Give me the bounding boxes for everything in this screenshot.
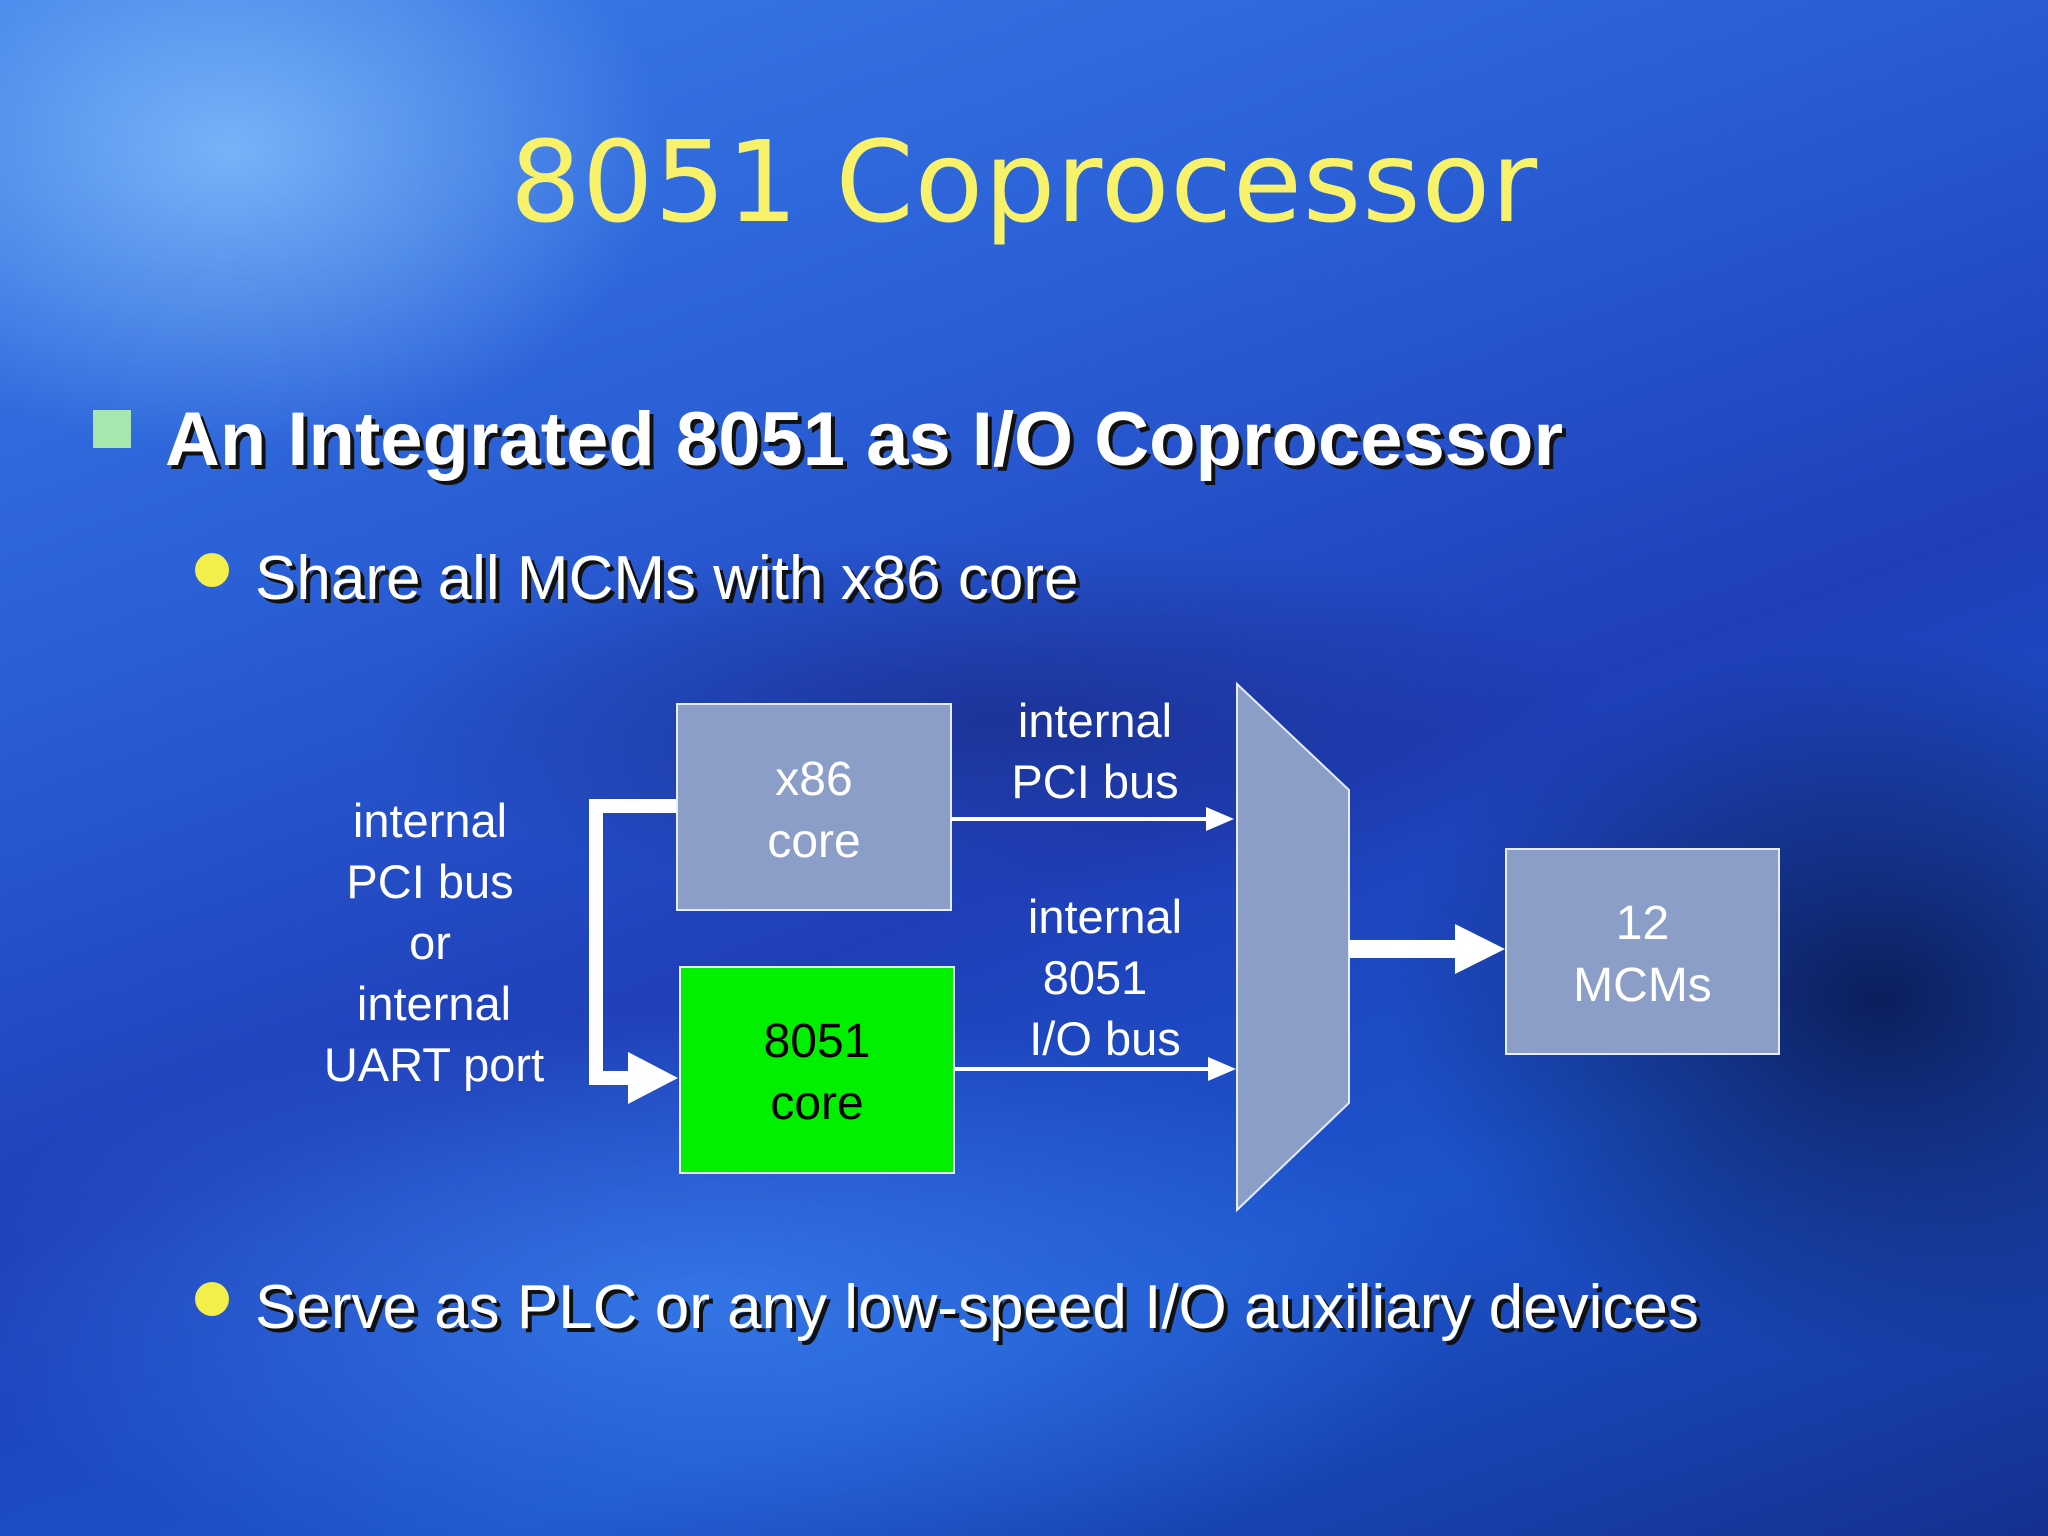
- left-bus-arrowhead: [628, 1052, 678, 1104]
- dot-bullet-icon: [195, 553, 229, 587]
- core-8051-box: [679, 966, 955, 1174]
- mux-output-line: [1349, 940, 1457, 958]
- slide-title: 8051 Coprocessor: [509, 118, 1539, 248]
- sub-bullet-2: Serve as PLC or any low-speed I/O auxili…: [255, 1273, 1699, 1342]
- mcm-label: 12 MCMs: [1573, 897, 1712, 1012]
- x86-core-label: x86 core: [767, 753, 861, 868]
- main-bullet-text: An Integrated 8051 as I/O Coprocessor: [165, 397, 1564, 482]
- sub-bullet-1: Share all MCMs with x86 core: [255, 544, 1079, 613]
- top-bus-arrowhead: [1206, 807, 1234, 831]
- dot-bullet-icon: [195, 1282, 229, 1316]
- multiplexer-shape: [1236, 681, 1350, 1213]
- mux-output-arrowhead: [1455, 924, 1505, 974]
- core-8051-label: 8051 core: [763, 1015, 871, 1130]
- left-bus-label: internal PCI bus or internal UART port: [323, 794, 545, 1091]
- mcm-box: [1505, 848, 1780, 1055]
- top-bus-label: internal PCI bus: [1011, 694, 1179, 808]
- square-bullet-icon: [93, 410, 131, 448]
- x86-core-box: [676, 703, 952, 911]
- bottom-bus-label: internal 8051 I/O bus: [1027, 890, 1183, 1065]
- bottom-bus-arrowhead: [1208, 1057, 1236, 1081]
- left-bus-bracket: [589, 799, 677, 1085]
